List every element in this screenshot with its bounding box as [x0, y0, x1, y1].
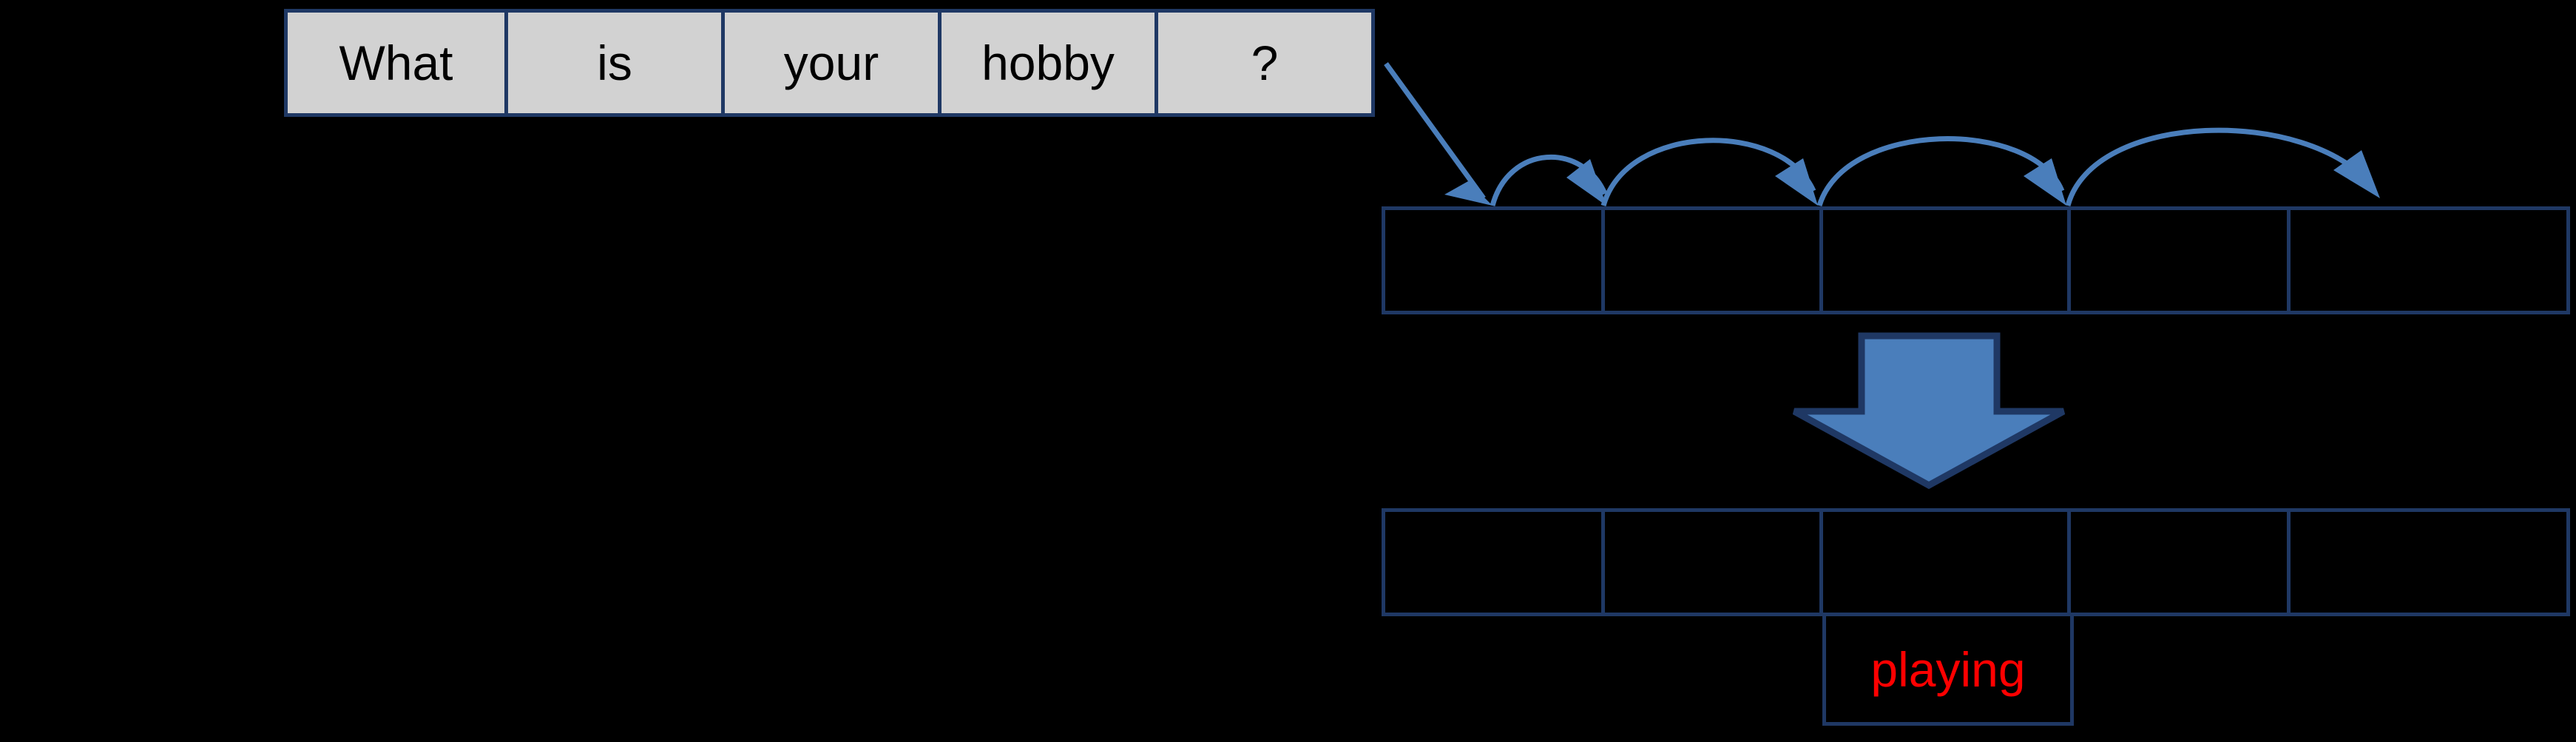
sentence-to-encoder-arrow [1384, 61, 1492, 206]
input-sentence-table: What is your hobby ? [284, 9, 1375, 117]
encoder-to-decoder-arrow-shape [1792, 332, 2066, 490]
decoder-cell-1[interactable] [1382, 508, 1605, 616]
encoder-hop-arrow-2 [1600, 138, 1818, 206]
decoder-cell-5[interactable] [2287, 508, 2570, 616]
token-label: What [339, 36, 453, 90]
encoder-hop-arrow-3 [1816, 136, 2066, 207]
encoder-hop-arrow-2-head [1775, 158, 1818, 206]
encoder-hop-arrow-2-path [1600, 138, 1816, 206]
encoder-to-decoder-arrow [1792, 332, 2066, 490]
encoder-hop-arrow-1-path [1490, 154, 1608, 206]
token-cell-question-mark[interactable]: ? [1155, 9, 1375, 117]
decoder-cell-2[interactable] [1601, 508, 1823, 616]
token-label: hobby [981, 36, 1115, 90]
encoder-hop-arrow-3-head [2024, 158, 2066, 206]
token-cell-what[interactable]: What [284, 9, 508, 117]
decoder-states-table [1382, 508, 2570, 616]
token-label: your [783, 36, 879, 90]
encoder-cell-2[interactable] [1601, 206, 1823, 314]
encoder-states-table [1382, 206, 2570, 314]
token-label: ? [1251, 36, 1279, 90]
decoder-cell-3[interactable] [1819, 508, 2071, 616]
encoder-cell-4[interactable] [2067, 206, 2291, 314]
encoder-hop-arrow-1-head [1566, 159, 1606, 206]
encoder-cell-1[interactable] [1382, 206, 1605, 314]
token-cell-is[interactable]: is [504, 9, 725, 117]
token-cell-hobby[interactable]: hobby [938, 9, 1158, 117]
sentence-to-encoder-arrow-shaft [1384, 61, 1486, 200]
encoder-hop-arrow-1 [1490, 154, 1608, 206]
decoder-cell-4[interactable] [2067, 508, 2291, 616]
token-label: is [597, 36, 632, 90]
sentence-to-encoder-arrow-head [1444, 181, 1492, 206]
encoder-hop-arrow-3-path [1816, 136, 2065, 207]
encoder-cell-5[interactable] [2287, 206, 2570, 314]
encoder-hop-arrow-4-head [2333, 150, 2380, 198]
generated-word-label: playing [1870, 641, 2026, 697]
encoder-cell-3[interactable] [1819, 206, 2071, 314]
encoder-hop-arrow-4 [2065, 127, 2380, 206]
generated-word-box[interactable]: playing [1822, 613, 2074, 726]
token-cell-your[interactable]: your [721, 9, 942, 117]
encoder-hop-arrow-4-path [2065, 127, 2375, 206]
